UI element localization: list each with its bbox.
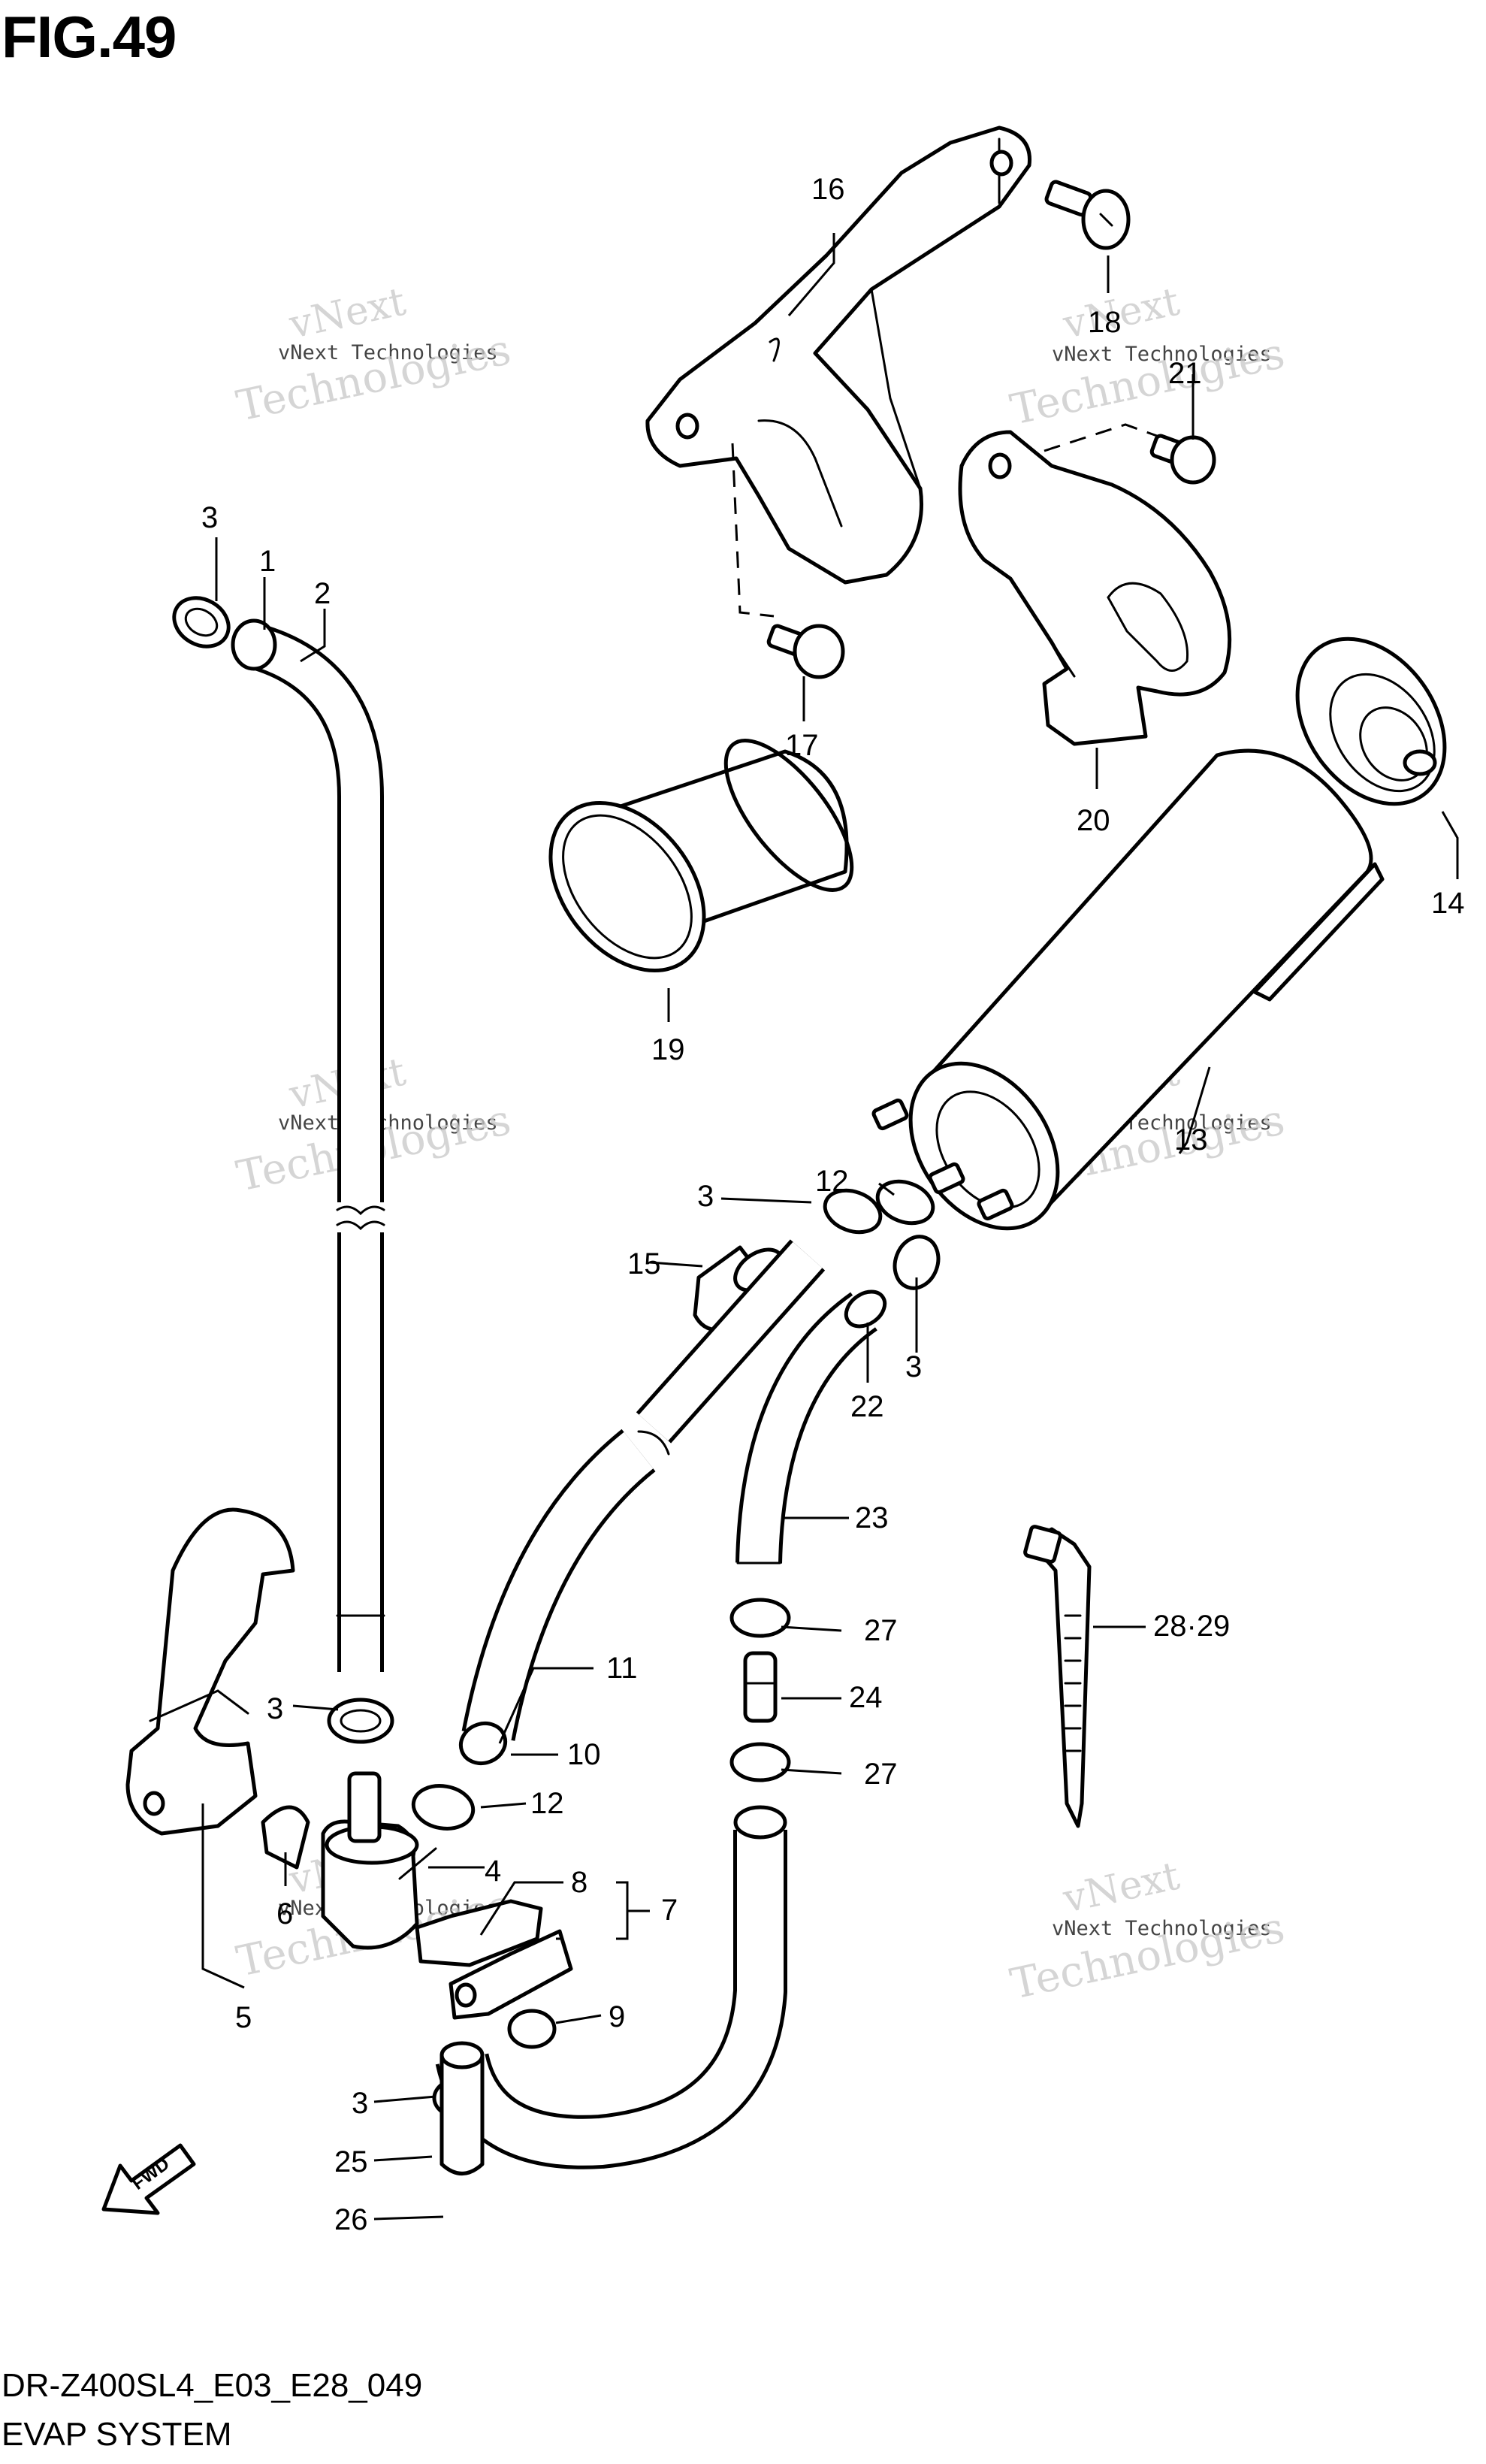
part-19-cap: [548, 739, 854, 973]
fwd-arrow: FWD: [101, 2143, 196, 2215]
callout-27: 27: [864, 1758, 898, 1791]
callout-labels: 1 2 3 16 18 21 17 20 14 19 13 3 12 15 3 …: [201, 173, 1465, 2236]
part-3-clamp-mid: [327, 1698, 394, 1744]
system-name: EVAP SYSTEM: [2, 2416, 232, 2453]
part-13-canister: [871, 748, 1385, 1231]
callout-3: 3: [697, 1180, 714, 1213]
callout-3: 3: [201, 501, 218, 534]
part-14-cap: [1295, 636, 1447, 806]
svg-text:vNext Technologies: vNext Technologies: [278, 341, 498, 364]
callout-5: 5: [235, 2001, 252, 2034]
callout-9: 9: [609, 2000, 625, 2033]
callout-28-29: 28·29: [1153, 1610, 1230, 1643]
diagram-code: DR-Z400SL4_E03_E28_049: [2, 2367, 423, 2404]
callout-12: 12: [530, 1787, 564, 1820]
part-26-hose: [435, 1805, 787, 2175]
svg-text:vNext: vNext: [285, 280, 409, 348]
callout-7: 7: [661, 1894, 678, 1927]
figure-title: FIG.49: [2, 4, 177, 70]
part-8-clip: [415, 1899, 543, 1967]
part-9-grommet: [507, 2009, 557, 2049]
part-27-clamps: [729, 1598, 791, 1782]
part-11-hose: [458, 1239, 826, 1765]
callout-17: 17: [785, 729, 819, 762]
callout-27: 27: [864, 1614, 898, 1647]
part-18-bolt: [1044, 180, 1131, 250]
part-3-clamp-upper: [823, 1188, 941, 1290]
watermark-bottom-right: vNext Technologies vNext Technologies: [1006, 1854, 1288, 2009]
svg-text:vNext Technologies: vNext Technologies: [278, 1111, 498, 1135]
part-6-clip: [261, 1805, 310, 1870]
callout-1: 1: [259, 545, 276, 578]
callout-26: 26: [334, 2203, 368, 2236]
callout-18: 18: [1088, 306, 1122, 339]
part-2-hose: [231, 618, 385, 1672]
part-12-clamps: [411, 1179, 935, 1831]
callout-10: 10: [567, 1738, 601, 1771]
callout-20: 20: [1077, 804, 1110, 837]
part-20-bracket: [958, 430, 1232, 746]
callout-4: 4: [485, 1855, 501, 1888]
callout-25: 25: [334, 2145, 368, 2178]
part-24-connector: [743, 1651, 778, 1723]
callout-12: 12: [815, 1165, 849, 1198]
part-21-bolt: [1149, 434, 1216, 485]
svg-text:vNext Technologies: vNext Technologies: [1052, 343, 1272, 366]
callout-11: 11: [606, 1652, 638, 1685]
part-5-bracket: [125, 1507, 295, 1836]
watermark-top-right: vNext Technologies vNext Technologies: [1006, 280, 1288, 435]
callout-8: 8: [571, 1866, 587, 1899]
callout-13: 13: [1174, 1123, 1208, 1156]
part-4-valve: [321, 1771, 437, 1950]
part-3-clamp-top: [172, 596, 231, 649]
callout-2: 2: [314, 577, 331, 610]
callout-22: 22: [850, 1390, 884, 1423]
part-17-bolt: [766, 624, 845, 679]
callout-21: 21: [1168, 357, 1202, 390]
leader-lines: [201, 233, 1459, 2221]
callout-3: 3: [905, 1350, 922, 1383]
part-28-29-cable-tie: [1023, 1525, 1092, 1828]
svg-text:vNext: vNext: [1059, 1854, 1183, 1922]
callout-6: 6: [276, 1897, 293, 1930]
part-7-bracket: [449, 1929, 573, 2020]
callout-24: 24: [849, 1681, 883, 1714]
part-23-hose: [735, 1289, 887, 1565]
callout-16: 16: [811, 173, 845, 206]
callout-15: 15: [627, 1247, 661, 1280]
callout-3: 3: [267, 1692, 283, 1725]
watermark-top-left: vNext Technologies vNext Technologies: [232, 280, 515, 431]
part-16-bracket: [645, 125, 1031, 585]
callout-23: 23: [855, 1501, 889, 1534]
callout-3: 3: [352, 2087, 368, 2120]
svg-text:vNext Technologies: vNext Technologies: [1052, 1917, 1272, 1940]
callout-19: 19: [651, 1033, 685, 1066]
callout-14: 14: [1431, 887, 1465, 920]
